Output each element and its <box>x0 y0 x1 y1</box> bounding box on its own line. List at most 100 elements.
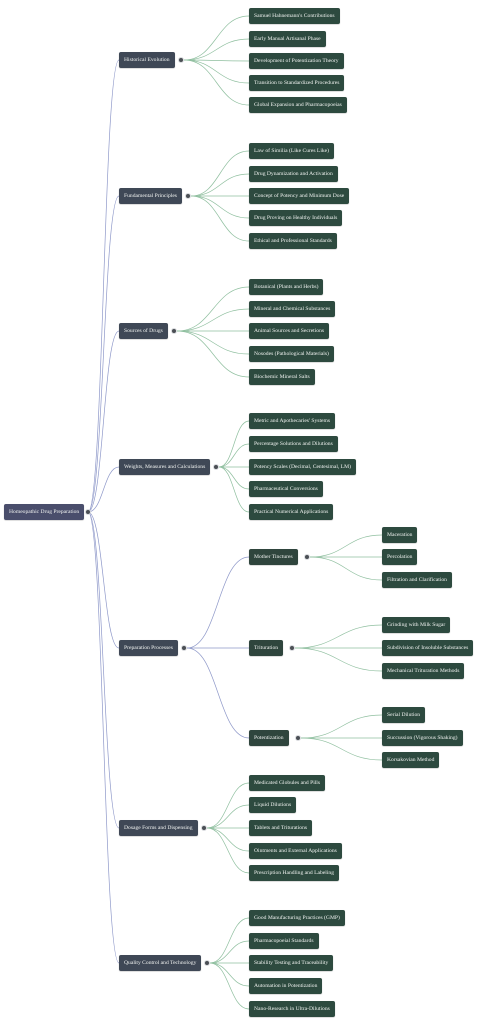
leaf-node[interactable]: Filtration and Clarification <box>382 572 452 588</box>
branch-toggle-quality-control[interactable] <box>204 960 210 966</box>
leaf-node[interactable]: Pharmaceutical Conversions <box>249 481 323 497</box>
leaf-node[interactable]: Prescription Handling and Labeling <box>249 865 340 881</box>
leaf-edge <box>206 827 250 874</box>
root-edge <box>87 511 120 829</box>
root-toggle[interactable] <box>85 509 91 515</box>
root-edge <box>87 511 120 649</box>
leaf-node[interactable]: Percolation <box>382 549 418 565</box>
leaf-node[interactable]: Ethical and Professional Standards <box>249 233 337 249</box>
leaf-node[interactable]: Drug Proving on Healthy Individuals <box>249 210 343 226</box>
branch-toggle-sources-of-drugs[interactable] <box>171 328 177 334</box>
branch-toggle-fundamental-principles[interactable] <box>185 193 191 199</box>
leaf-node[interactable]: Biochemic Mineral Salts <box>249 369 315 385</box>
leaf-edge <box>300 714 383 739</box>
leaf-edge <box>218 466 250 513</box>
leaf-node[interactable]: Potency Scales (Decimal, Centesimal, LM) <box>249 459 356 475</box>
leaf-edge <box>176 330 250 355</box>
leaf-edge <box>183 15 250 61</box>
root-edge <box>87 59 120 513</box>
leaf-node[interactable]: Stability Testing and Traceability <box>249 955 334 971</box>
leaf-edge <box>206 827 250 852</box>
leaf-node[interactable]: Ointments and External Applications <box>249 843 342 859</box>
leaf-node[interactable]: Concept of Potency and Minimum Dose <box>249 188 350 204</box>
leaf-node[interactable]: Grinding with Milk Sugar <box>382 617 451 633</box>
leaf-node[interactable]: Animal Sources and Secretions <box>249 323 330 339</box>
sub-edge <box>186 647 250 739</box>
leaf-node[interactable]: Practical Numerical Applications <box>249 504 334 520</box>
leaf-edge <box>209 962 250 1010</box>
leaf-node[interactable]: Subdivision of Insoluble Substances <box>382 640 474 656</box>
branch-toggle-dosage-forms[interactable] <box>201 825 207 831</box>
leaf-edge <box>190 195 250 242</box>
leaf-node[interactable]: Nano-Research in Ultra-Dilutions <box>249 1001 335 1017</box>
leaf-edge <box>218 420 250 468</box>
leaf-node[interactable]: Development of Potentization Theory <box>249 53 344 69</box>
leaf-edge <box>206 782 250 829</box>
leaf-node[interactable]: Mechanical Trituration Methods <box>382 663 465 679</box>
leaf-edge <box>309 556 383 581</box>
leaf-edge <box>176 286 250 332</box>
leaf-node[interactable]: Korsakovian Method <box>382 752 440 768</box>
leaf-node[interactable]: Tablets and Triturations <box>249 820 313 836</box>
branch-preparation-processes[interactable]: Preparation Processes <box>119 640 178 656</box>
leaf-edge <box>206 804 250 829</box>
branch-sources-of-drugs[interactable]: Sources of Drugs <box>119 323 168 339</box>
branch-toggle-preparation-processes[interactable] <box>181 645 187 651</box>
root-edge <box>87 511 120 964</box>
sub-branch-toggle[interactable] <box>289 645 295 651</box>
leaf-edge <box>176 330 250 378</box>
leaf-node[interactable]: Early Manual Artisanal Phase <box>249 31 326 47</box>
leaf-node[interactable]: Succussion (Vigorous Shaking) <box>382 730 463 746</box>
leaf-node[interactable]: Liquid Dilutions <box>249 797 297 813</box>
sub-branch-node[interactable]: Mother Tinctures <box>249 549 298 565</box>
leaf-node[interactable]: Serial Dilution <box>382 707 426 723</box>
sub-edge <box>186 556 250 649</box>
leaf-edge <box>190 150 250 197</box>
leaf-edge <box>309 534 383 558</box>
leaf-edge <box>183 59 250 62</box>
leaf-node[interactable]: Pharmacopoeial Standards <box>249 933 319 949</box>
sub-branch-node[interactable]: Potentization <box>249 730 289 746</box>
leaf-node[interactable]: Samuel Hahnemann's Contributions <box>249 8 340 24</box>
leaf-edge <box>190 173 250 197</box>
branch-toggle-weights-measures[interactable] <box>213 464 219 470</box>
sub-branch-toggle[interactable] <box>295 735 301 741</box>
leaf-node[interactable]: Drug Dynamization and Activation <box>249 166 338 182</box>
leaf-edge <box>209 917 250 964</box>
leaf-node[interactable]: Nosodes (Pathological Materials) <box>249 346 334 362</box>
root-edge <box>87 466 120 513</box>
leaf-edge <box>183 59 250 106</box>
root-edge <box>87 195 120 513</box>
root-edge <box>87 330 120 513</box>
branch-weights-measures[interactable]: Weights, Measures and Calculations <box>119 459 211 475</box>
leaf-node[interactable]: Maceration <box>382 527 418 543</box>
leaf-edge <box>183 38 250 61</box>
leaf-node[interactable]: Law of Similia (Like Cures Like) <box>249 143 335 159</box>
leaf-edge <box>176 308 250 332</box>
leaf-edge <box>300 737 383 761</box>
leaf-node[interactable]: Good Manufacturing Practices (GMP) <box>249 910 345 926</box>
branch-historical-evolution[interactable]: Historical Evolution <box>119 52 175 68</box>
leaf-edge <box>218 443 250 468</box>
leaf-node[interactable]: Global Expansion and Pharmacopoeias <box>249 97 347 113</box>
leaf-node[interactable]: Mineral and Chemical Substances <box>249 301 336 317</box>
leaf-node[interactable]: Transition to Standardized Procedures <box>249 75 345 91</box>
branch-toggle-historical-evolution[interactable] <box>178 57 184 63</box>
leaf-edge <box>294 647 383 672</box>
root-node[interactable]: Homeopathic Drug Preparation <box>4 504 85 520</box>
sub-branch-toggle[interactable] <box>304 554 310 560</box>
sub-branch-node[interactable]: Trituration <box>249 640 284 656</box>
leaf-node[interactable]: Percentage Solutions and Dilutions <box>249 436 338 452</box>
leaf-edge <box>294 624 383 649</box>
leaf-node[interactable]: Automation in Potentization <box>249 978 323 994</box>
branch-dosage-forms[interactable]: Dosage Forms and Dispensing <box>119 820 198 836</box>
leaf-node[interactable]: Metric and Apothecaries' Systems <box>249 413 336 429</box>
leaf-edge <box>218 466 250 490</box>
leaf-node[interactable]: Medicated Globules and Pills <box>249 775 326 791</box>
branch-fundamental-principles[interactable]: Fundamental Principles <box>119 188 182 204</box>
leaf-edge <box>183 59 250 84</box>
branch-quality-control[interactable]: Quality Control and Technology <box>119 955 202 971</box>
leaf-node[interactable]: Botanical (Plants and Herbs) <box>249 279 324 295</box>
